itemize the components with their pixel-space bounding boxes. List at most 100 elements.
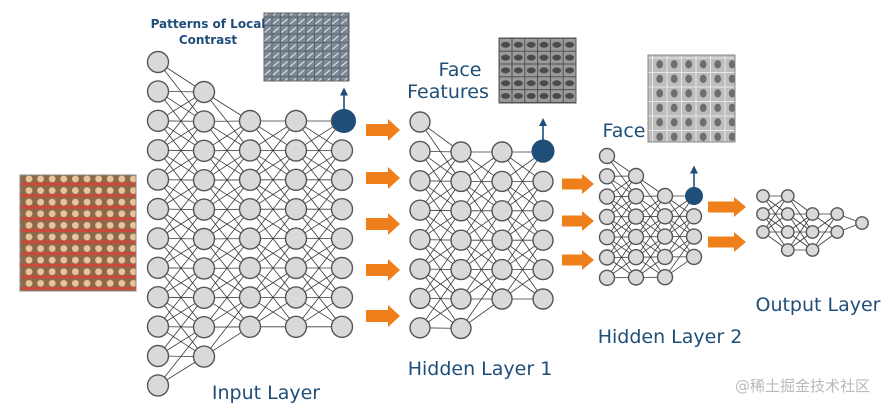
neuron-node <box>146 138 170 162</box>
neuron-node <box>627 167 645 185</box>
input-network <box>146 50 356 397</box>
network-edge <box>606 196 637 238</box>
neuron-node <box>805 207 820 221</box>
feature-output-node <box>332 109 356 133</box>
hidden-layer-1-label: Hidden Layer 1 <box>408 358 553 380</box>
neuron-node <box>192 345 216 368</box>
output-up-arrowhead <box>690 165 698 174</box>
hidden2-network <box>598 147 703 286</box>
network-edge <box>157 326 205 386</box>
neuron-node <box>598 249 616 266</box>
face-features-label-line2: Features <box>407 81 489 103</box>
neuron-node <box>409 287 431 310</box>
neuron-node <box>656 228 674 245</box>
network-edge <box>203 120 251 181</box>
neuron-node <box>192 110 216 133</box>
orange-flow-arrow <box>366 259 400 281</box>
neuron-node <box>284 139 308 162</box>
neuron-node <box>491 288 513 310</box>
network-edge <box>501 181 544 241</box>
network-edge <box>203 238 251 299</box>
neuron-node <box>598 208 616 226</box>
neuron-node <box>409 170 431 192</box>
neuron-node <box>284 227 308 250</box>
neuron-node <box>450 317 472 340</box>
neuron-node <box>409 228 431 251</box>
neuron-node <box>192 168 216 192</box>
neuron-node <box>146 227 170 250</box>
neuron-node <box>146 168 170 191</box>
network-edge <box>157 150 205 210</box>
neuron-node <box>491 258 513 281</box>
neuron-node <box>146 344 170 368</box>
neuron-node <box>598 147 616 165</box>
neuron-node <box>192 80 216 104</box>
neuron-node <box>284 286 308 309</box>
network-edge <box>203 179 251 240</box>
orange-flow-arrow <box>562 250 594 270</box>
face-collage-image <box>647 54 736 143</box>
network-edge <box>419 210 462 270</box>
patterns-label-line2: Contrast <box>179 33 237 47</box>
neuron-node <box>238 139 262 162</box>
network-edge <box>249 208 297 269</box>
neuron-node <box>450 229 472 251</box>
neuron-node <box>330 197 354 221</box>
neuron-node <box>450 288 472 310</box>
neuron-node <box>330 256 354 280</box>
neuron-node <box>532 288 554 310</box>
neuron-node <box>830 207 845 221</box>
neuron-node <box>598 188 616 205</box>
network-edge <box>606 216 637 258</box>
network-edge <box>249 120 297 181</box>
face-label: Face <box>603 120 646 142</box>
neuron-node <box>146 315 170 338</box>
network-edge <box>501 151 544 212</box>
neuron-node <box>656 208 674 225</box>
feature-output-node <box>531 139 555 163</box>
network-edge <box>635 236 666 278</box>
neuron-node <box>491 170 513 193</box>
neuron-node <box>685 248 703 266</box>
neuron-node <box>146 374 170 397</box>
neuron-node <box>756 207 770 221</box>
neuron-node <box>627 249 645 266</box>
network-edge <box>249 150 297 210</box>
neuron-node <box>656 269 674 286</box>
network-edge <box>419 151 462 211</box>
watermark: @稀土掘金技术社区 <box>735 377 870 395</box>
orange-flow-arrow <box>562 174 594 194</box>
neuron-node <box>146 197 170 221</box>
network-edge <box>157 268 205 327</box>
neuron-node <box>238 315 262 338</box>
orange-flow-arrow <box>366 119 400 141</box>
network-edge <box>203 297 251 357</box>
hidden-layer-2-label: Hidden Layer 2 <box>598 326 743 348</box>
neuron-node <box>491 200 513 222</box>
neuron-node <box>330 286 354 309</box>
network-edge <box>635 216 666 258</box>
network-edge <box>295 267 343 328</box>
orange-flow-arrow <box>562 211 594 231</box>
network-edge <box>249 267 297 328</box>
neuron-node <box>330 315 354 338</box>
network-edge <box>787 213 813 251</box>
neuron-node <box>409 317 431 339</box>
neuron-node <box>238 197 262 221</box>
neuron-node <box>238 168 262 192</box>
neuron-node <box>532 170 554 193</box>
network-edge <box>295 208 343 269</box>
orange-flow-arrow <box>366 305 400 327</box>
network-edge <box>460 269 503 329</box>
neuron-node <box>330 168 354 192</box>
output-up-arrowhead <box>340 87 348 96</box>
neuron-node <box>192 227 216 251</box>
neuron-node <box>627 208 645 225</box>
neuron-node <box>409 258 431 280</box>
hidden1-network <box>409 111 555 340</box>
network-edge <box>460 210 503 270</box>
neuron-node <box>409 199 431 221</box>
neuron-node <box>192 257 216 280</box>
orange-arrows <box>366 119 746 327</box>
